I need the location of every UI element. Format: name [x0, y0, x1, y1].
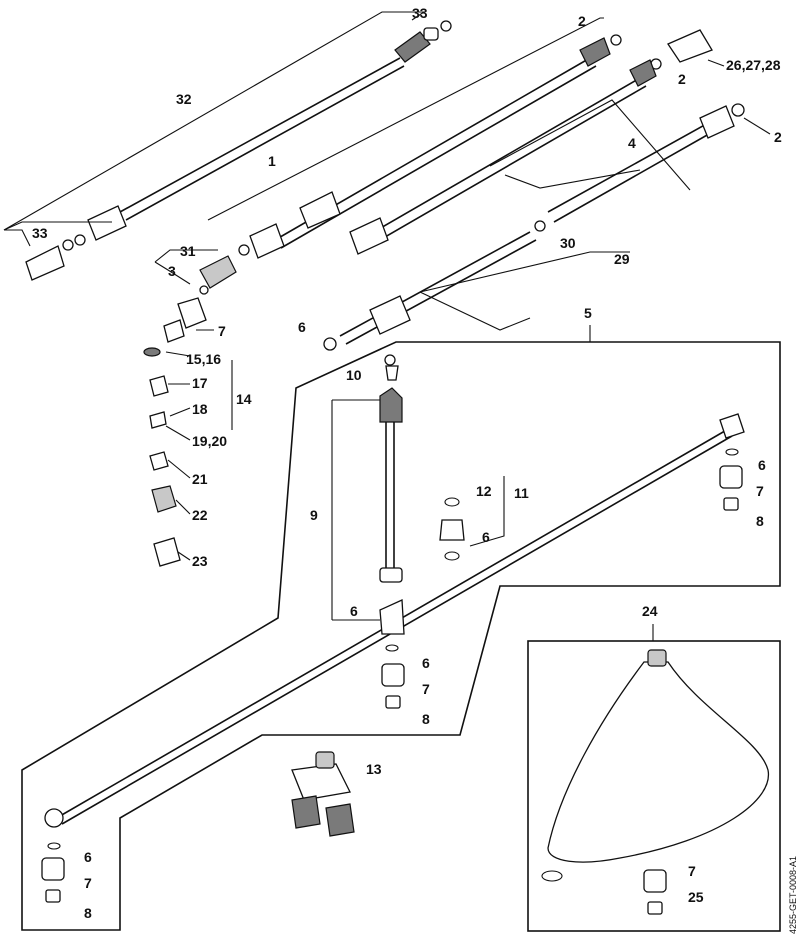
- callout-8: 8: [756, 513, 764, 529]
- callout-30: 30: [560, 235, 576, 251]
- nut-seal-stacks: [41, 448, 743, 903]
- wand-assembly-32: [25, 20, 452, 281]
- boom-frame-5: [21, 341, 781, 931]
- callout-6: 6: [422, 655, 430, 671]
- callout-5: 5: [584, 305, 592, 321]
- callout-3: 3: [168, 263, 176, 279]
- callout-29: 29: [614, 251, 630, 267]
- drawing-code: 4255-GET-0008-A1: [788, 856, 798, 934]
- callout-8: 8: [84, 905, 92, 921]
- callout-33: 33: [412, 5, 428, 21]
- callout-6: 6: [482, 529, 490, 545]
- callout-32: 32: [176, 91, 192, 107]
- callout-33: 33: [32, 225, 48, 241]
- callout-6: 6: [298, 319, 306, 335]
- callout-4: 4: [628, 135, 636, 151]
- callout-25: 25: [688, 889, 704, 905]
- callout-17: 17: [192, 375, 208, 391]
- callout-15-16: 15,16: [186, 351, 221, 367]
- callout-12: 12: [476, 483, 492, 499]
- callout-19-20: 19,20: [192, 433, 227, 449]
- callout-18: 18: [192, 401, 208, 417]
- callout-6: 6: [350, 603, 358, 619]
- wand-assembly-4: [349, 59, 745, 255]
- callout-21: 21: [192, 471, 208, 487]
- callout-10: 10: [346, 367, 362, 383]
- callout-6: 6: [758, 457, 766, 473]
- callout-31: 31: [180, 243, 196, 259]
- callout-7: 7: [688, 863, 696, 879]
- callout-2: 2: [678, 71, 686, 87]
- callout-1: 1: [268, 153, 276, 169]
- callout-7: 7: [218, 323, 226, 339]
- callout-labels: 33 2 26,27,28 2 32 2 1 4 33 31 3 30 29 7…: [32, 5, 798, 934]
- callout-6: 6: [84, 849, 92, 865]
- wand-assembly-1: [199, 29, 713, 295]
- callout-2: 2: [578, 13, 586, 29]
- spray-shield-box-24: [527, 640, 781, 932]
- nozzle-parts-column: [143, 297, 207, 567]
- callout-13: 13: [366, 761, 382, 777]
- callout-7: 7: [422, 681, 430, 697]
- callout-7: 7: [756, 483, 764, 499]
- callout-7: 7: [84, 875, 92, 891]
- twin-nozzle-holder-13: [291, 751, 355, 837]
- leader-lines: [3, 11, 771, 641]
- callout-2: 2: [774, 129, 782, 145]
- callout-24: 24: [642, 603, 658, 619]
- callout-14: 14: [236, 391, 252, 407]
- callout-23: 23: [192, 553, 208, 569]
- callout-8: 8: [422, 711, 430, 727]
- lance-assembly-29: [323, 231, 537, 351]
- callout-22: 22: [192, 507, 208, 523]
- callout-11: 11: [514, 485, 529, 501]
- callout-9: 9: [310, 507, 318, 523]
- callout-26-27-28: 26,27,28: [726, 57, 781, 73]
